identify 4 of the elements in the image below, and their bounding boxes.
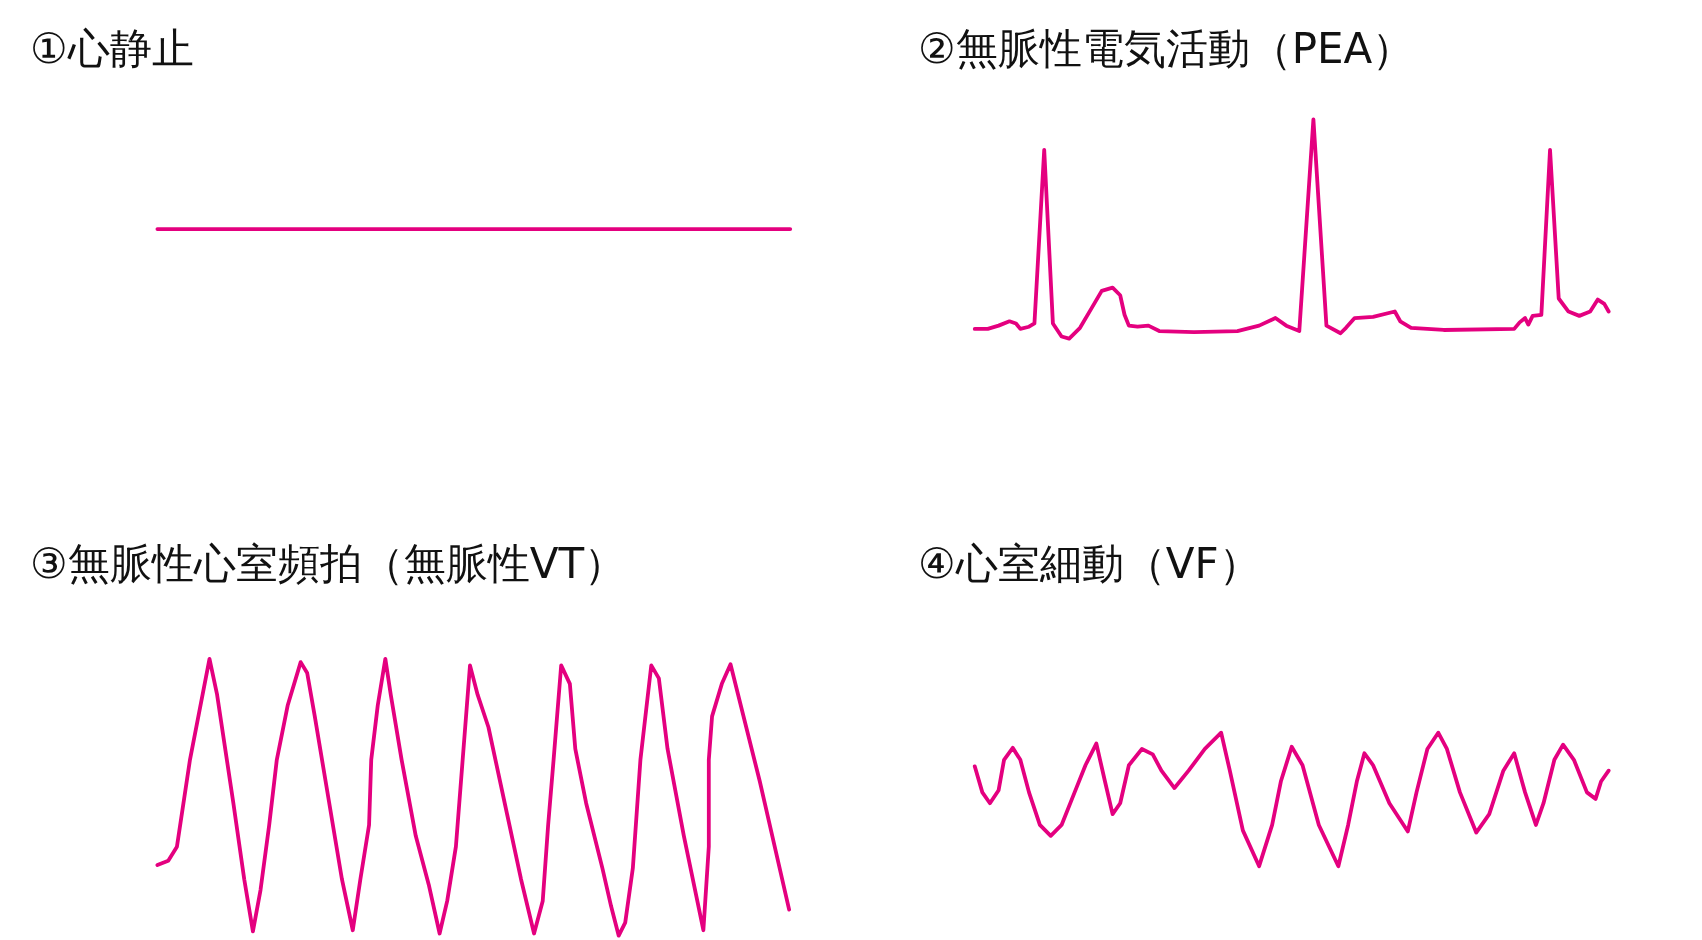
panel-heading: ④心室細動（VF）	[918, 541, 1261, 588]
panel-heading: ①心静止	[30, 26, 194, 73]
panel-heading: ②無脈性電気活動（PEA）	[918, 26, 1415, 73]
panel-heading: ③無脈性心室頻拍（無脈性VT）	[30, 541, 627, 588]
